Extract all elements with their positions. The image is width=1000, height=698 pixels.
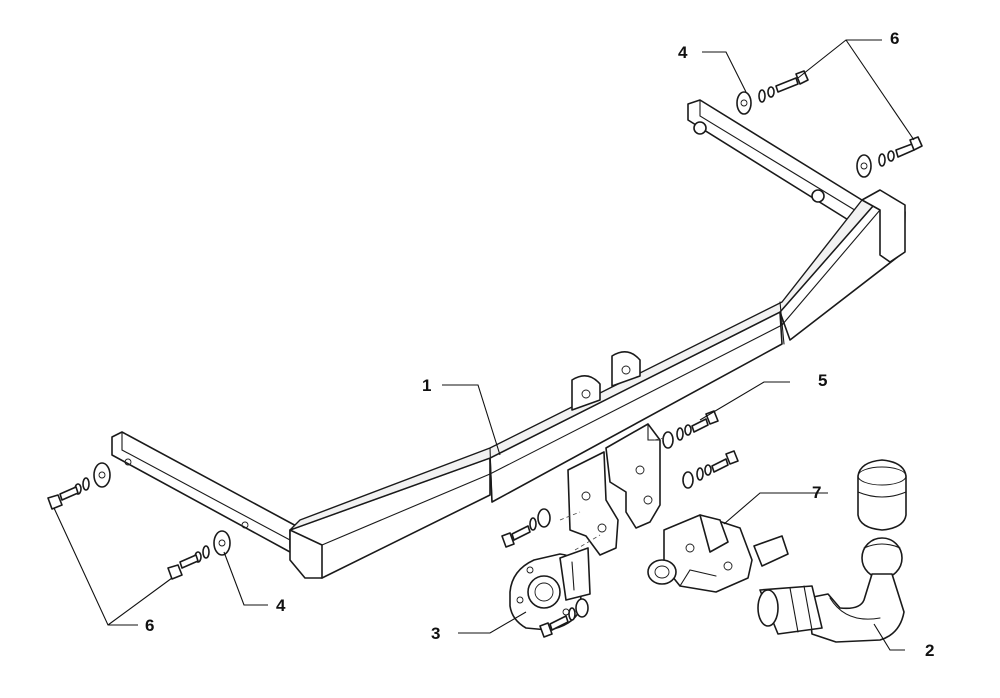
callout-4-top: 4	[678, 43, 688, 62]
bolt-set-left-a	[47, 462, 111, 510]
bolt-set-center-c	[682, 450, 739, 489]
callout-6-bottom: 6	[145, 616, 154, 635]
callout-4-bottom: 4	[276, 596, 286, 615]
callout-2: 2	[925, 641, 934, 660]
bolt-set-center-a	[501, 508, 551, 548]
leader-lines	[53, 39, 915, 651]
callout-7: 7	[812, 483, 821, 502]
crossbar-part-1	[111, 99, 906, 579]
coupling-head-part-7	[647, 514, 789, 593]
tow-ball-part-2	[757, 459, 907, 643]
bolt-set-center-b	[662, 410, 719, 449]
bolt-set-top-a	[736, 70, 809, 115]
callout-5: 5	[818, 371, 827, 390]
bolt-set-plate	[539, 598, 589, 638]
callout-1: 1	[422, 376, 431, 395]
bolt-set-top-b	[856, 136, 923, 178]
callout-6-top: 6	[890, 29, 899, 48]
callout-labels: 1 2 3 4 4 5 6 6 7	[145, 29, 934, 660]
bolt-set-left-b	[167, 530, 231, 580]
fasteners-group	[47, 70, 923, 638]
socket-plate-part-3	[509, 534, 601, 631]
callout-3: 3	[431, 624, 440, 643]
